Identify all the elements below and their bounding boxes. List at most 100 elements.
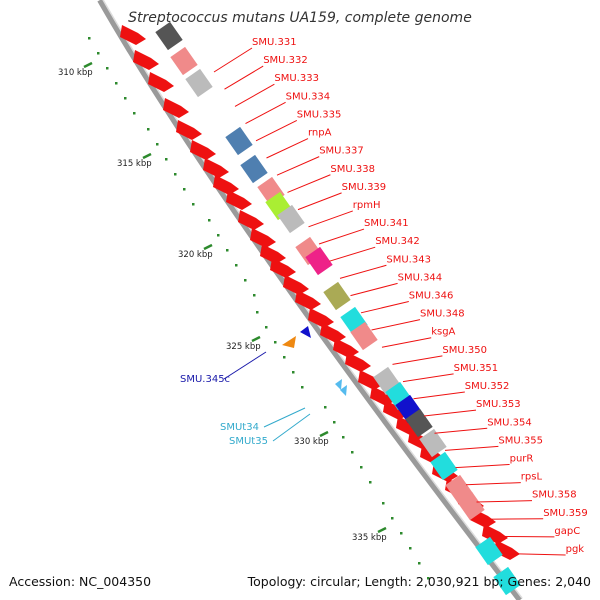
label-leader-line [297,192,342,211]
gene-label: SMU.337 [319,146,364,157]
gene-label: SMU.346 [409,291,454,302]
minor-tick [409,547,412,550]
gene-block [323,281,351,311]
cds-arrow [238,210,264,230]
minor-tick [174,173,177,176]
gene-label: SMU.351 [454,363,499,374]
gene-label: pgk [566,544,585,555]
minor-tick [88,37,91,40]
cds-arrow [226,190,252,210]
label-leader-line [434,427,488,434]
label-leader-line [287,174,331,193]
minor-tick [253,294,256,297]
gene-label: SMU.338 [330,164,375,175]
gene-block [155,21,183,51]
gene-label: gapC [554,526,580,537]
gene-block [305,246,333,276]
tick-label: 330 kbp [294,437,329,447]
minor-tick [382,502,385,505]
tick-label: 310 kbp [58,68,93,78]
cds-arrow [203,158,229,178]
minor-tick [418,562,421,565]
gene-label: SMUt34 [220,422,259,433]
gene-label: SMU.333 [274,73,319,84]
minor-tick [360,466,363,469]
cds-arrow [260,244,286,264]
minor-tick [156,143,159,146]
gene-label: SMU.354 [487,417,532,428]
tick-label: 315 kbp [117,159,152,169]
cds-arrow [176,120,202,140]
gene-label: SMU.342 [375,236,420,247]
cds-arrow [270,258,296,278]
gene-label: SMU.350 [442,345,487,356]
gene-label: SMU.358 [532,490,577,501]
trna-arrow [340,385,347,396]
gene-block [405,408,433,438]
cds-arrow [163,98,189,118]
major-tick [251,335,261,343]
major-tick [377,526,387,534]
minor-tick [369,481,372,484]
minor-tick [265,326,268,329]
gene-label: SMU.353 [476,399,521,410]
gene-label: SMU.344 [398,272,443,283]
smu345c-arrow [300,326,311,338]
cds-arrow [120,25,146,45]
minor-tick [351,451,354,454]
gene-label: SMU.345c [180,374,230,385]
minor-tick [244,279,247,282]
accession-text: Accession: NC_004350 [9,574,152,589]
major-tick [319,430,329,438]
tick-label: 335 kbp [352,533,387,543]
cds-arrow [308,308,334,328]
cds-arrow [333,338,359,358]
cds-arrow [295,290,321,310]
label-leader-line [272,413,311,442]
label-leader-line [350,282,398,297]
label-leader-line [507,553,566,556]
minor-tick [235,264,238,267]
minor-tick [165,158,168,161]
gene-label: ksgA [431,327,455,338]
minor-tick [124,97,127,100]
minor-tick [427,577,430,580]
gene-block [419,428,447,458]
cds-arrow [190,140,216,160]
label-leader-line [234,83,275,107]
cds-arrow [213,175,239,195]
gene-label: SMU.339 [342,182,387,193]
minor-tick [333,421,336,424]
gene-label: SMU.359 [543,508,588,519]
gene-label: purR [510,453,534,464]
map-title: Streptococcus mutans UA159, complete gen… [128,10,472,26]
gene-block [240,154,268,184]
minor-tick [283,356,286,359]
gene-label: SMUt35 [229,436,268,447]
tick-label: 325 kbp [226,342,261,352]
minor-tick [97,52,100,55]
minor-tick [391,517,394,520]
gene-label: SMU.331 [252,37,297,48]
major-tick [203,243,213,251]
cds-arrow [148,72,174,92]
minor-tick [324,406,327,409]
orange-gene-arrow [282,336,296,348]
major-tick [142,152,152,160]
minor-tick [292,371,295,374]
minor-tick [115,82,118,85]
label-leader-line [392,355,443,365]
gene-label: SMU.352 [465,381,510,392]
label-leader-line [224,65,264,90]
label-leader-line [423,409,477,417]
label-leader-line [263,407,306,428]
label-leader-line [455,463,510,469]
gene-block [350,321,378,351]
label-leader-line [318,228,365,245]
gene-block [170,46,198,76]
cds-arrow [133,50,159,70]
cds-arrow [320,323,346,343]
minor-tick [226,249,229,252]
label-leader-line [266,138,309,159]
gene-label: SMU.341 [364,218,409,229]
